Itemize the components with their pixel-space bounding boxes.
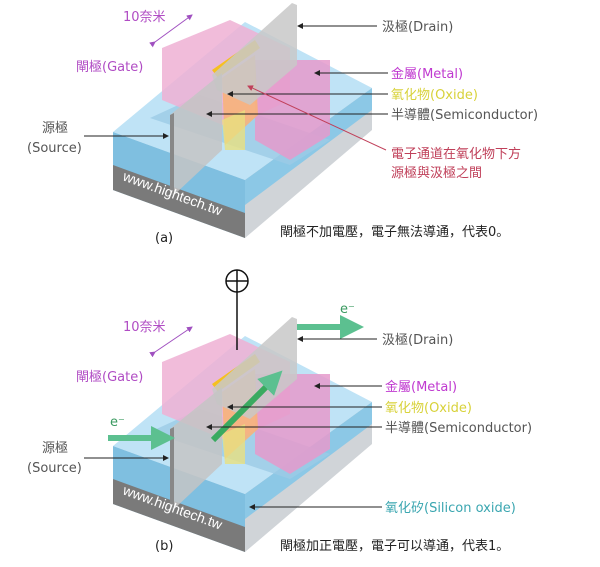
oxide-label: 氧化物(Oxide)	[385, 401, 472, 416]
size-arrow	[149, 326, 193, 358]
source-label: 源極	[42, 440, 68, 456]
panel-tag: (b)	[155, 539, 173, 554]
source-label-en: (Source)	[27, 461, 82, 476]
metal-label: 金屬(Metal)	[391, 66, 463, 82]
size-arrow	[149, 14, 193, 48]
electron-in-label: e⁻	[110, 415, 125, 430]
gate-label: 閘極(Gate)	[76, 59, 143, 75]
channel-electron-arrow	[210, 370, 283, 443]
caption: 閘極加正電壓，電子可以導通，代表1。	[280, 538, 509, 554]
panel-b: www.hightech.tw 10奈米 閘極(Gate) e⁻ e⁻ 源極 (…	[27, 269, 532, 554]
finfet-device-on	[113, 317, 372, 552]
semi-label: 半導體(Semiconductor)	[391, 108, 538, 123]
drain-label: 汲極(Drain)	[382, 19, 453, 35]
size-label: 10奈米	[123, 10, 166, 25]
channel-note-2: 源極與汲極之間	[391, 165, 482, 181]
panel-tag: (a)	[155, 231, 173, 246]
finfet-device-off	[113, 3, 372, 238]
electron-out-label: e⁻	[340, 302, 355, 317]
panel-a: www.hightech.tw 10奈米 閘極(Gate) 源極 (Source…	[27, 3, 538, 246]
semi-label: 半導體(Semiconductor)	[385, 421, 532, 436]
caption: 閘極不加電壓，電子無法導通，代表0。	[280, 224, 509, 240]
metal-label: 金屬(Metal)	[385, 379, 457, 395]
silicon-oxide-label: 氧化矽(Silicon oxide)	[385, 501, 516, 516]
oxide-label: 氧化物(Oxide)	[391, 88, 478, 103]
gate-label: 閘極(Gate)	[76, 369, 143, 385]
size-label: 10奈米	[123, 320, 166, 335]
source-label-en: (Source)	[27, 141, 82, 156]
drain-label: 汲極(Drain)	[382, 332, 453, 348]
source-label: 源極	[42, 120, 68, 136]
channel-pointer	[247, 85, 387, 151]
channel-note-1: 電子通道在氧化物下方	[391, 146, 521, 162]
